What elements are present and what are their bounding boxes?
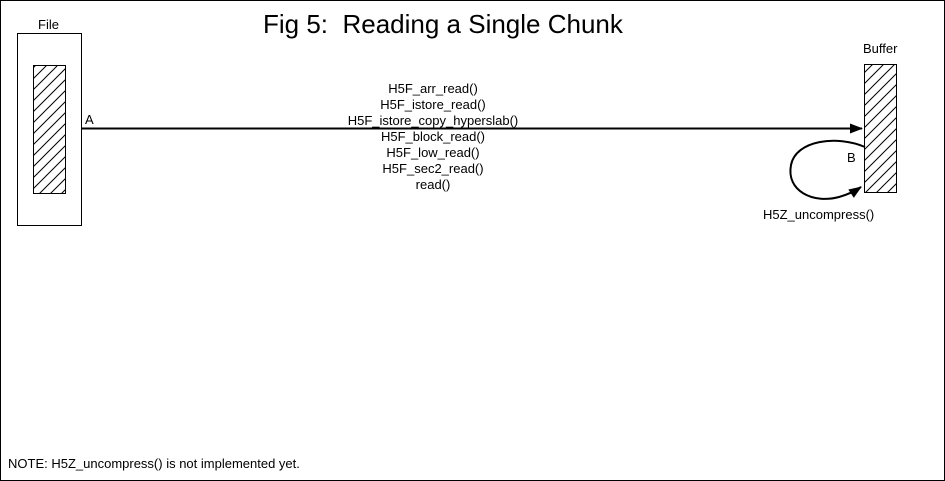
call-stack-line: H5F_sec2_read() [382,161,484,176]
file-box [17,33,82,226]
buffer-label: Buffer [863,41,898,56]
call-stack-line: H5F_low_read() [386,145,480,160]
footnote: NOTE: H5Z_uncompress() is not implemente… [8,456,300,471]
call-stack-line: H5F_arr_read() [388,81,478,96]
call-stack-line: H5F_block_read() [380,129,486,144]
call-stack-line: H5F_istore_read() [380,97,486,112]
call-stack-line: H5F_istore_copy_hyperslab() [347,113,519,128]
file-label: File [38,17,59,32]
file-chunk-hatch [33,65,66,194]
arrow-b-label: B [847,150,856,165]
figure-title: Fig 5: Reading a Single Chunk [263,9,623,39]
buffer-hatch [864,64,897,193]
call-stack-line: read() [415,177,451,192]
arrow-a-label: A [85,112,94,127]
uncompress-loop-arrow [789,139,866,200]
uncompress-caption: H5Z_uncompress() [763,207,875,222]
read-call-stack: H5F_arr_read() H5F_istore_read() H5F_ist… [301,81,565,193]
